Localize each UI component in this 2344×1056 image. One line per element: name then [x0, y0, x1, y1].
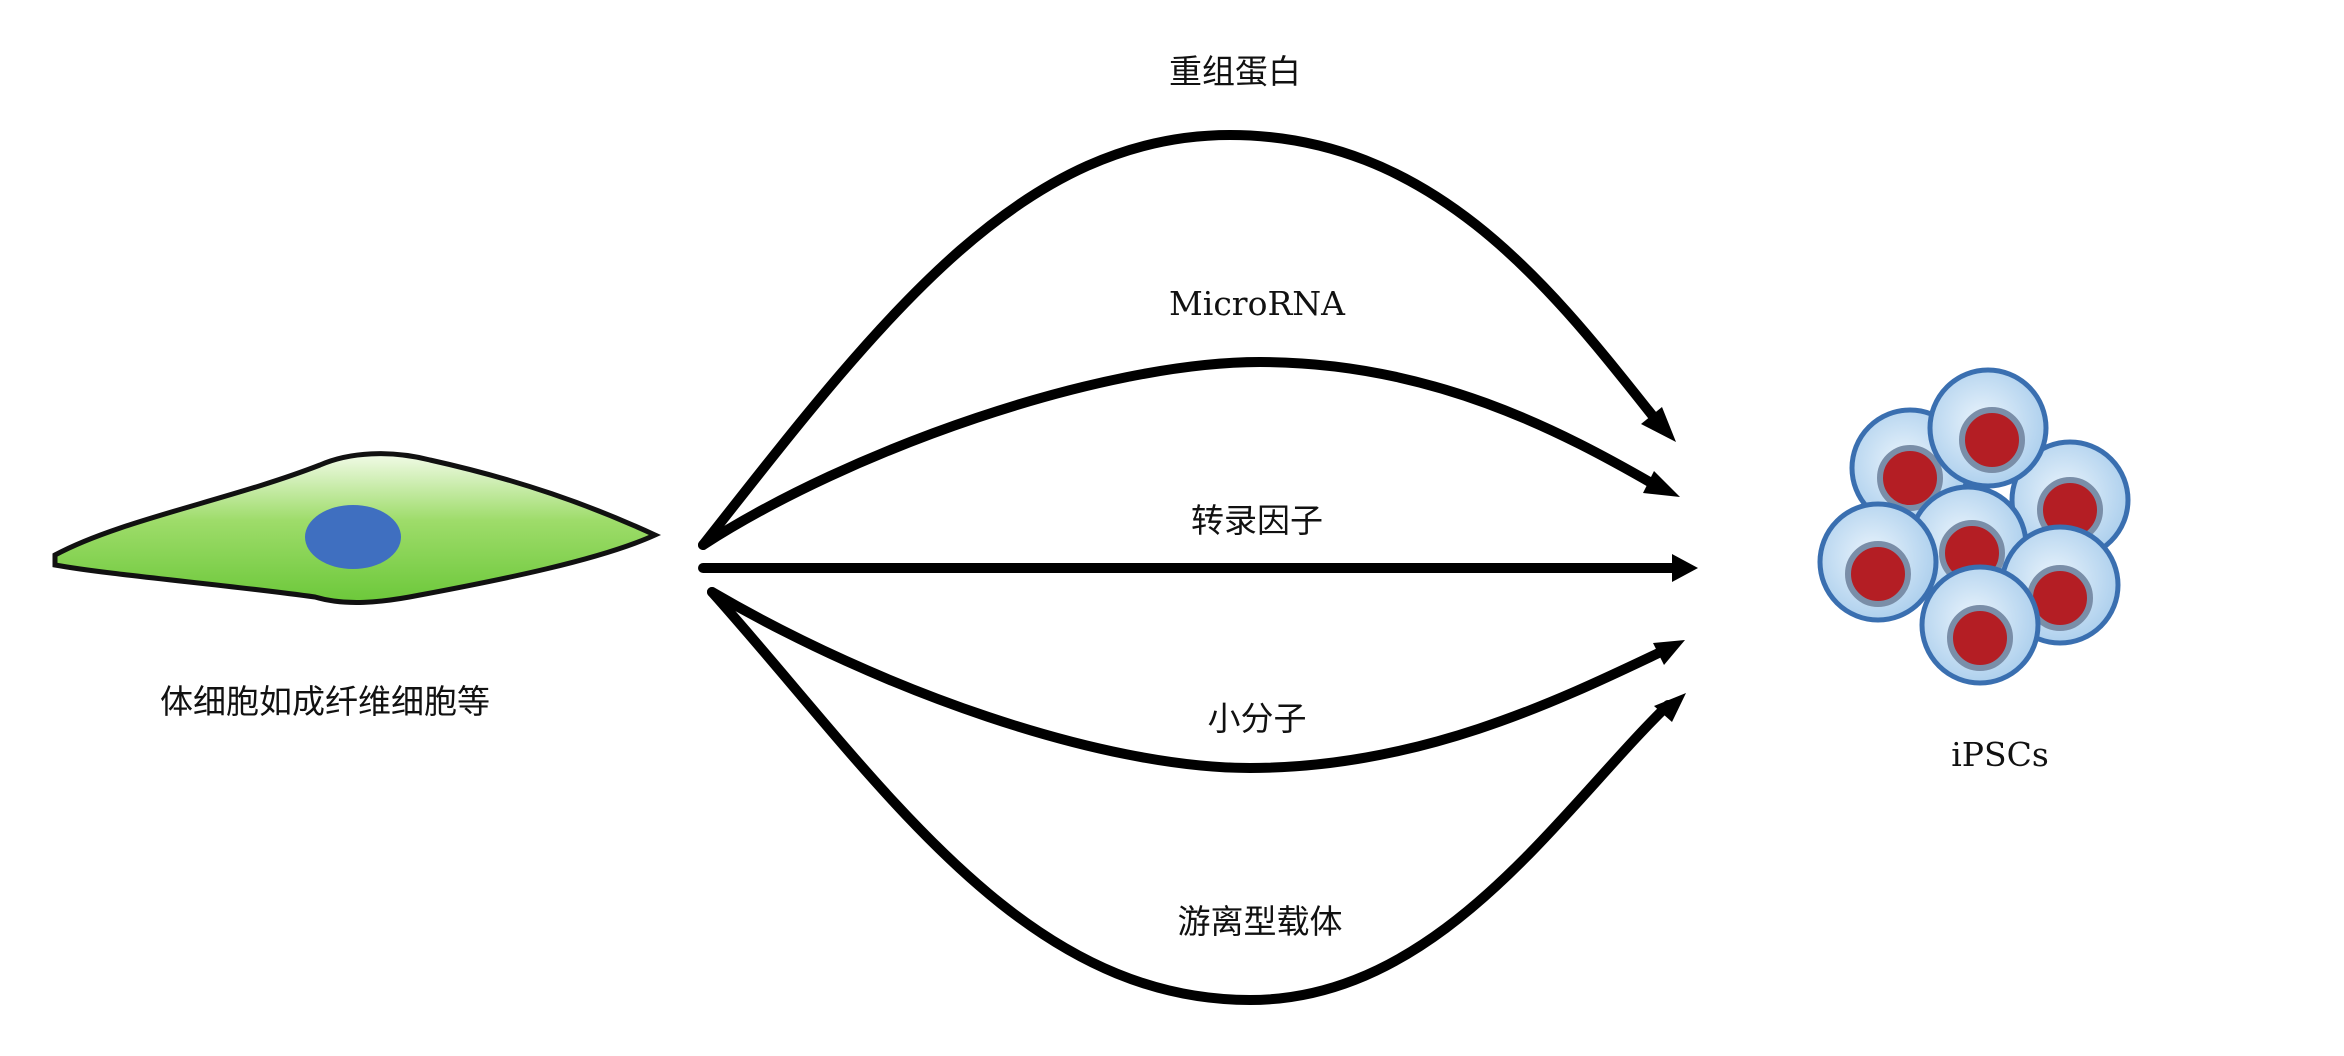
pathway-label-1: 重组蛋白 [1169, 52, 1301, 91]
ipsc-cell [1927, 367, 2049, 489]
arrowhead-small-molecules [1653, 640, 1685, 665]
ipsc-cell [1817, 501, 1939, 623]
source-label: 体细胞如成纤维细胞等 [160, 682, 490, 721]
pathway-label-2: MicroRNA [1169, 284, 1346, 323]
fibroblast-cell [52, 451, 662, 605]
ipsc-cluster [1817, 367, 2131, 686]
arrow-episomal-vector [707, 587, 1673, 1006]
arrow-small-molecules [707, 587, 1670, 774]
pathway-label-3: 转录因子 [1191, 501, 1323, 540]
arrowhead-transcription-factors [1672, 554, 1698, 582]
pathway-arrows [698, 129, 1698, 1006]
target-label: iPSCs [1951, 735, 2049, 774]
ipsc-cell [1919, 564, 2041, 686]
pathway-label-5: 游离型载体 [1178, 902, 1343, 941]
arrowhead-recombinant-protein [1641, 407, 1676, 442]
fibroblast-nucleus [305, 505, 401, 569]
arrowhead-microrna [1643, 471, 1680, 497]
arrowhead-episomal-vector [1654, 693, 1686, 722]
arrow-microrna [698, 356, 1665, 550]
pathway-label-4: 小分子 [1208, 699, 1307, 738]
arrow-recombinant-protein [698, 129, 1665, 550]
